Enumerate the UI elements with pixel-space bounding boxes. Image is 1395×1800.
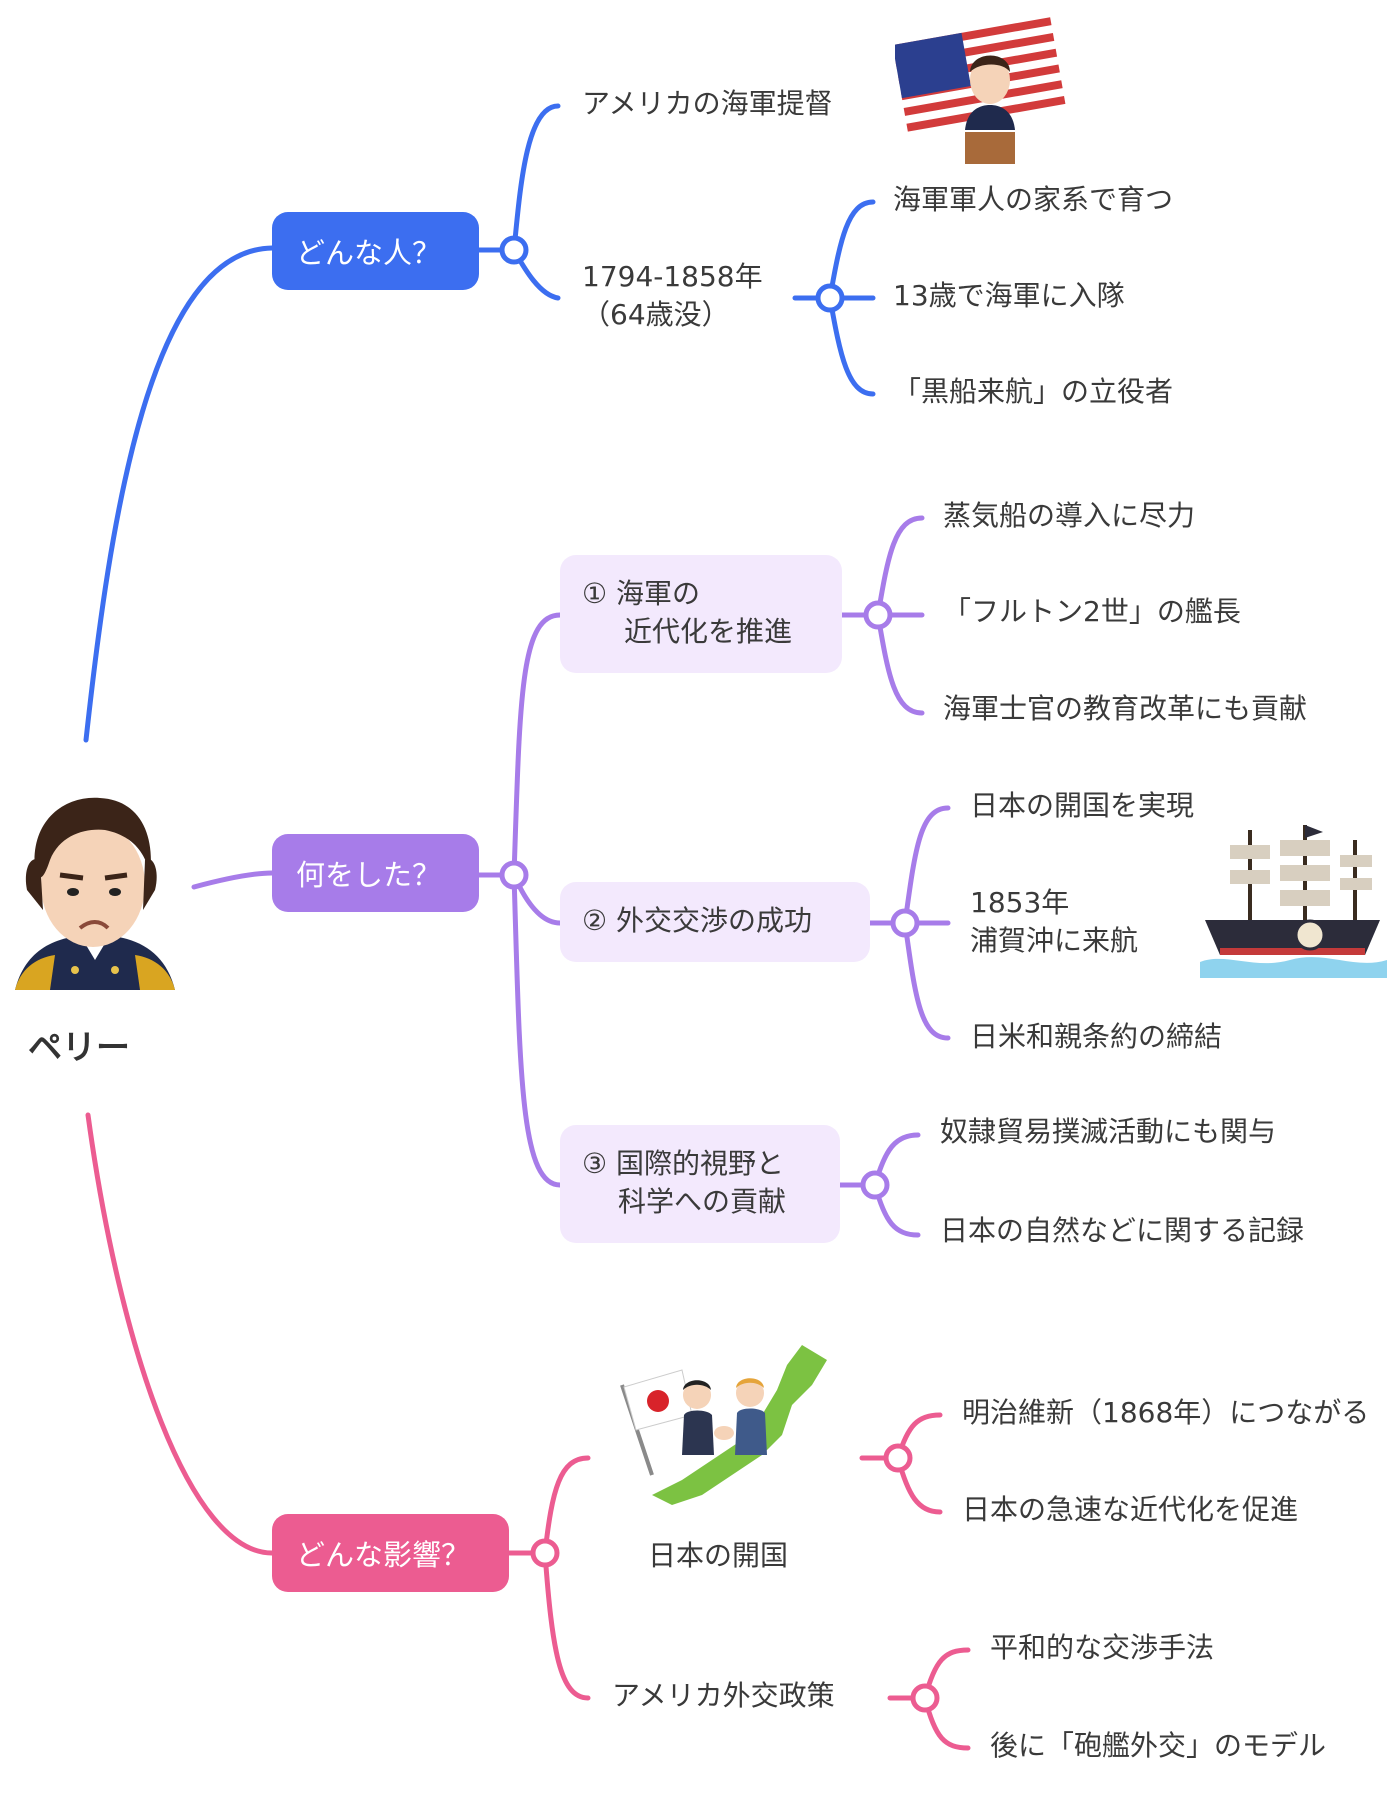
years-junction [815,283,845,313]
impact-open-c2: 日本の急速な近代化を促進 [962,1493,1299,1526]
branch-who[interactable]: どんな人？ [272,212,479,290]
what-s2-c1: 日本の開国を実現 [970,789,1195,822]
what-junction [499,860,529,890]
what-sub-2-label: ② 外交交渉の成功 [582,904,813,937]
what-sub-1[interactable]: ① 海軍の 近代化を推進 [560,555,842,673]
s2-to-c3 [902,920,951,1041]
what-s2-c3: 日米和親条約の締結 [970,1020,1223,1053]
what-s1-c1: 蒸気船の導入に尽力 [943,499,1196,532]
impact-policy-c2: 後に「砲艦外交」のモデル [990,1729,1327,1762]
policy-junction [910,1683,940,1713]
who-to-admiral [511,103,561,253]
impact-to-policy [542,1550,591,1701]
s2-to-c1 [902,805,951,926]
years-to-c3 [827,295,876,397]
impact-open-c1: 明治維新（1868年）につながる [962,1396,1370,1429]
impact-policy: アメリカ外交政策 [612,1679,835,1712]
what-sub-3[interactable]: ③ 国際的視野と 科学への貢献 [560,1125,840,1243]
who-junction [499,235,529,265]
root-to-who-line [83,245,275,743]
s1-to-c3 [875,612,925,716]
root-to-impact-line [85,1112,275,1556]
who-fact-3: 「黒船来航」の立役者 [893,375,1174,408]
branch-what[interactable]: 何をした？ [272,834,479,912]
impact-junction [530,1538,560,1568]
what-sub-2[interactable]: ② 外交交渉の成功 [560,882,870,962]
japan-handshake-icon [620,1345,827,1505]
what-s1-c3: 海軍士官の教育改革にも貢献 [943,692,1308,725]
who-admiral: アメリカの海軍提督 [582,87,833,120]
what-sub-3-line1: ③ 国際的視野と [582,1147,785,1180]
impact-open: 日本の開国 [648,1539,789,1572]
who-years-line1: 1794-1858年 [582,260,763,293]
s1-to-c1 [875,515,925,618]
what-s2-c2: 1853年 浦賀沖に来航 [970,886,1139,957]
who-fact-2: 13歳で海軍に入隊 [893,279,1125,312]
s1-junction [863,600,893,630]
open-junction [883,1443,913,1473]
what-sub-3-line2: 科学への貢献 [618,1185,787,1218]
what-to-s3 [511,872,563,1188]
root-label: ペリー [28,1028,130,1068]
impact-to-open [542,1455,591,1556]
us-flag-speaker-icon [895,17,1068,164]
root-to-what-line [191,870,275,890]
branch-impact[interactable]: どんな影響？ [272,1514,509,1592]
what-s3-c1: 奴隷貿易撲滅活動にも関与 [940,1115,1277,1148]
what-sub-1-line1: ① 海軍の [582,577,701,610]
who-years-line2: （64歳没） [582,298,730,331]
impact-policy-c1: 平和的な交渉手法 [990,1631,1215,1664]
s2-junction [890,908,920,938]
perry-portrait-icon [15,797,175,990]
what-s3-c2: 日本の自然などに関する記録 [940,1214,1305,1247]
years-to-c1 [827,199,876,301]
who-fact-1: 海軍軍人の家系で育つ [893,183,1174,216]
what-to-s1 [511,612,563,878]
what-s1-c2: 「フルトン2世」の艦長 [943,595,1241,628]
s3-junction [860,1170,890,1200]
what-sub-1-line2: 近代化を推進 [624,615,793,648]
black-ship-icon [1200,825,1387,978]
